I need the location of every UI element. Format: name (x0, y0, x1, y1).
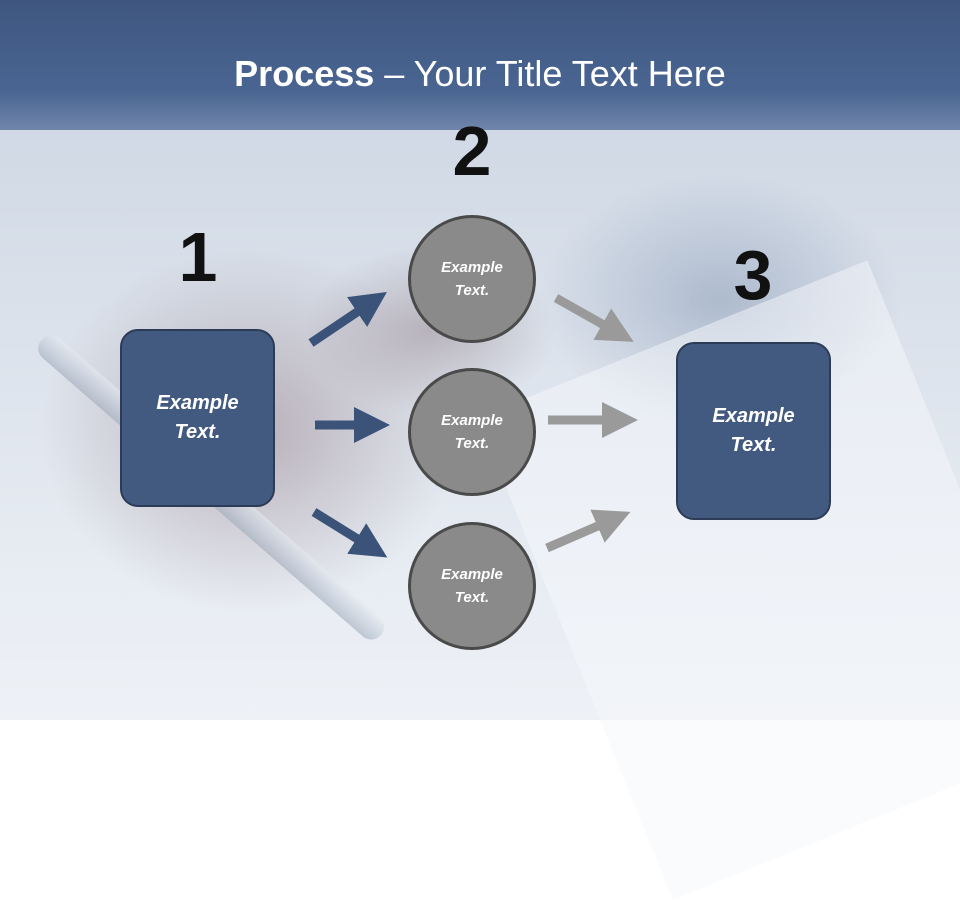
arrow-bottom-to-right (545, 509, 631, 553)
step-number-1: 1 (178, 218, 218, 296)
arrow-left-to-top (308, 291, 387, 347)
step-2-circle-bottom: Example Text. (408, 522, 536, 650)
circle-top-line2: Text. (454, 282, 490, 299)
circle-bottom-line1: Example (441, 566, 503, 583)
arrows-layer (308, 291, 638, 558)
arrow-top-to-right (553, 294, 634, 342)
arrow-left-to-bottom (311, 508, 388, 558)
step-3-line1: Example (712, 405, 795, 427)
circle-top-line1: Example (441, 259, 503, 276)
step-2-circle-top: Example Text. (408, 215, 536, 343)
title-bar (0, 0, 960, 130)
circle-bottom-line2: Text. (454, 589, 490, 606)
title-rest: – Your Title Text Here (374, 53, 726, 94)
step-2-circle-middle: Example Text. (408, 368, 536, 496)
step-number-2: 2 (452, 112, 492, 190)
title-bold: Process (234, 53, 375, 94)
step-number-3: 3 (733, 236, 773, 314)
circle-middle-line1: Example (441, 412, 503, 429)
step-1-box: Example Text. (120, 329, 275, 507)
step-1-line2: Text. (174, 421, 221, 443)
slide-title: Process – Your Title Text Here (0, 52, 960, 96)
step-1-line1: Example (156, 392, 239, 414)
circle-middle-line2: Text. (454, 435, 490, 452)
step-3-box: Example Text. (676, 342, 831, 520)
step-3-line2: Text. (730, 434, 777, 456)
